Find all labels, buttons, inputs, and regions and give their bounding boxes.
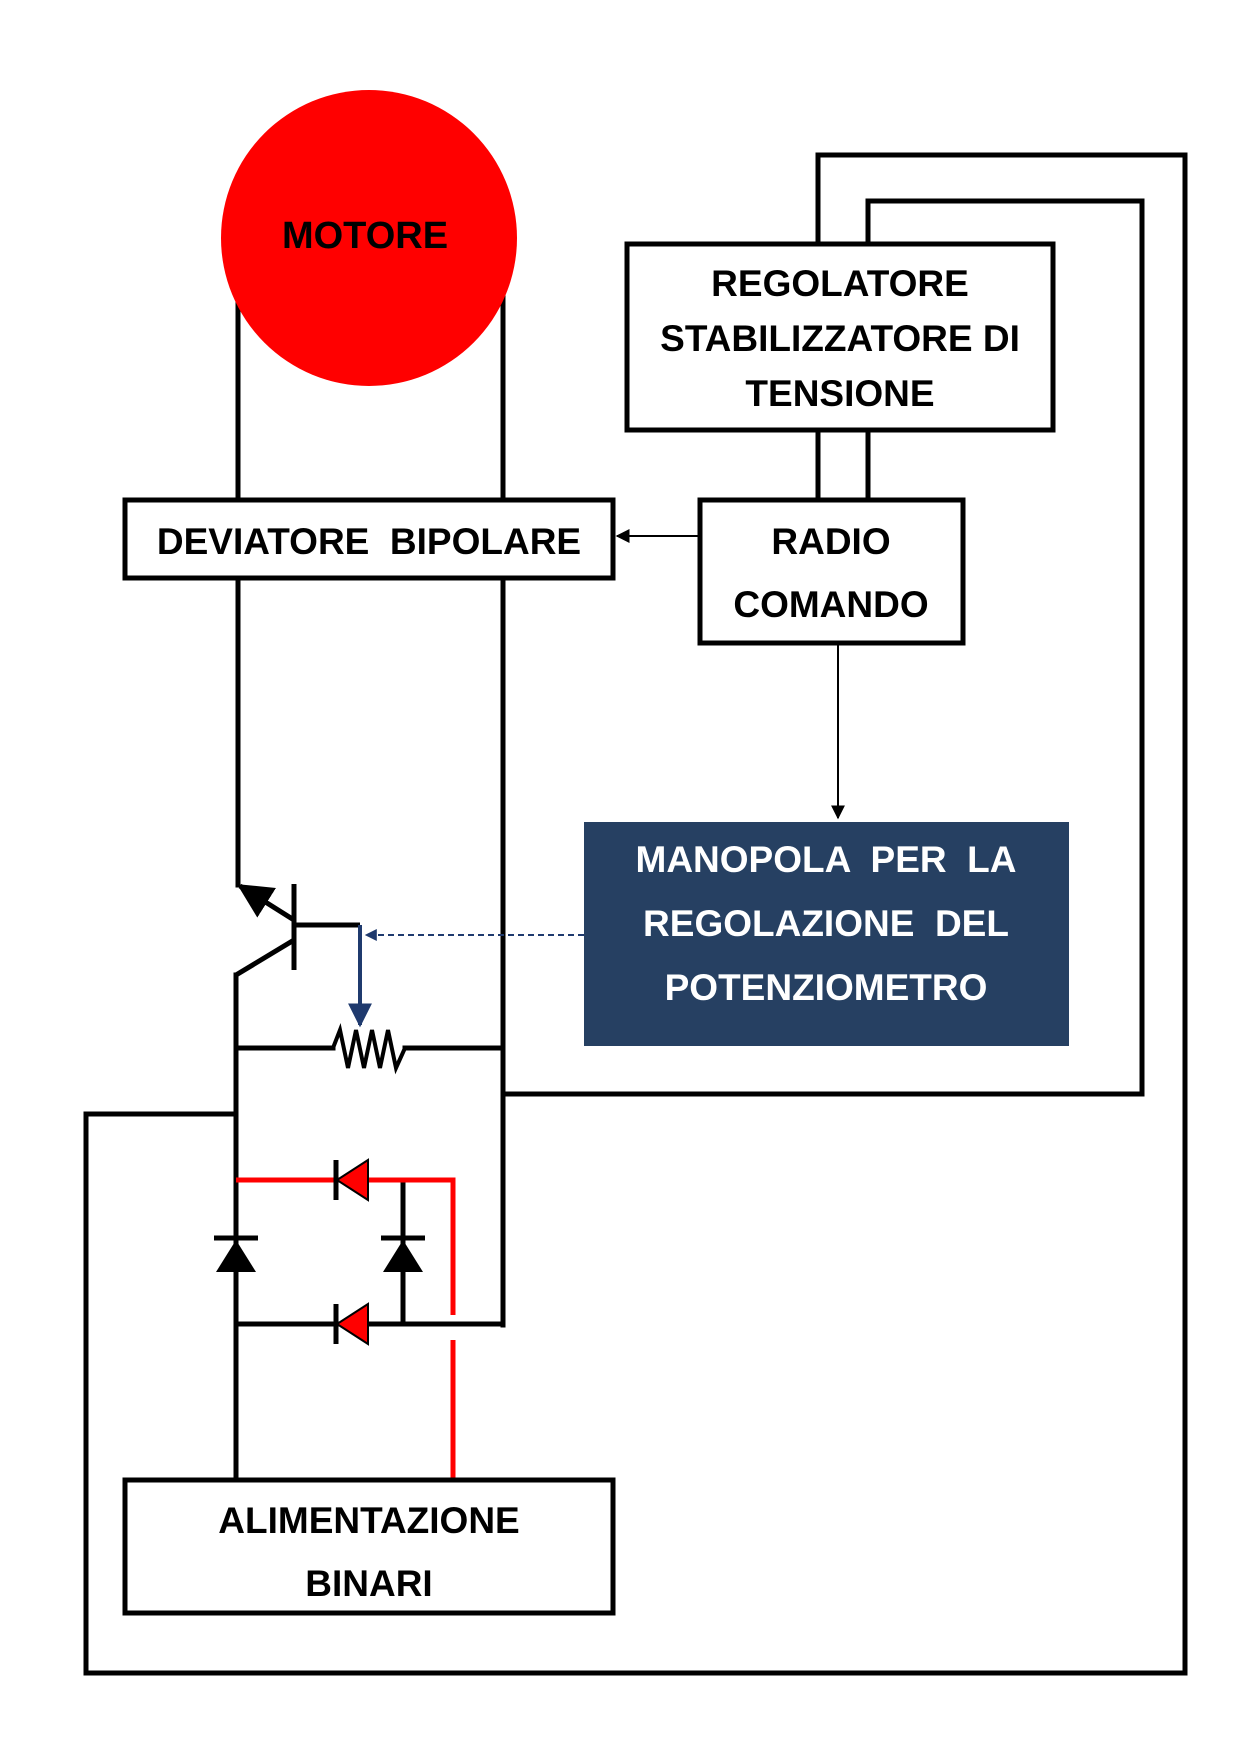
transistor-collector	[237, 883, 296, 923]
red-wire-top	[236, 1177, 456, 1315]
motor-label: MOTORE	[282, 215, 448, 257]
power-line-2: BINARI	[305, 1563, 432, 1604]
knob-box	[584, 822, 1069, 1046]
radio-box	[697, 497, 966, 646]
regulator-line-2: STABILIZZATORE DI	[660, 318, 1020, 359]
regulator-line-1: REGOLATORE	[711, 263, 969, 304]
wires	[83, 152, 1188, 1676]
diode-bridge-symbol	[214, 1158, 425, 1346]
motor-circle	[221, 90, 517, 386]
diode-left	[216, 1240, 256, 1272]
knob-line-1: MANOPOLA PER LA	[636, 839, 1017, 880]
radio-line-2: COMANDO	[733, 584, 928, 625]
red-wires	[236, 1177, 456, 1480]
wire-inner-loop	[500, 198, 1145, 1097]
regulator-box	[624, 241, 1056, 433]
wire-outer-loop	[83, 152, 1188, 1676]
resistor-symbol	[331, 1023, 407, 1075]
power-line-1: ALIMENTAZIONE	[218, 1500, 519, 1541]
switch-label: DEVIATORE BIPOLARE	[157, 521, 581, 562]
radio-line-1: RADIO	[771, 521, 890, 562]
power-box	[122, 1477, 616, 1616]
knob-line-2: REGOLAZIONE DEL	[643, 903, 1009, 944]
regulator-line-3: TENSIONE	[745, 373, 934, 414]
diode-bottom	[335, 1302, 369, 1346]
transistor-emitter	[234, 937, 296, 978]
diode-top	[335, 1158, 369, 1202]
transistor-symbol	[234, 883, 360, 978]
switch-box	[122, 497, 616, 581]
diode-inner	[383, 1240, 423, 1272]
knob-line-3: POTENZIOMETRO	[665, 967, 988, 1008]
